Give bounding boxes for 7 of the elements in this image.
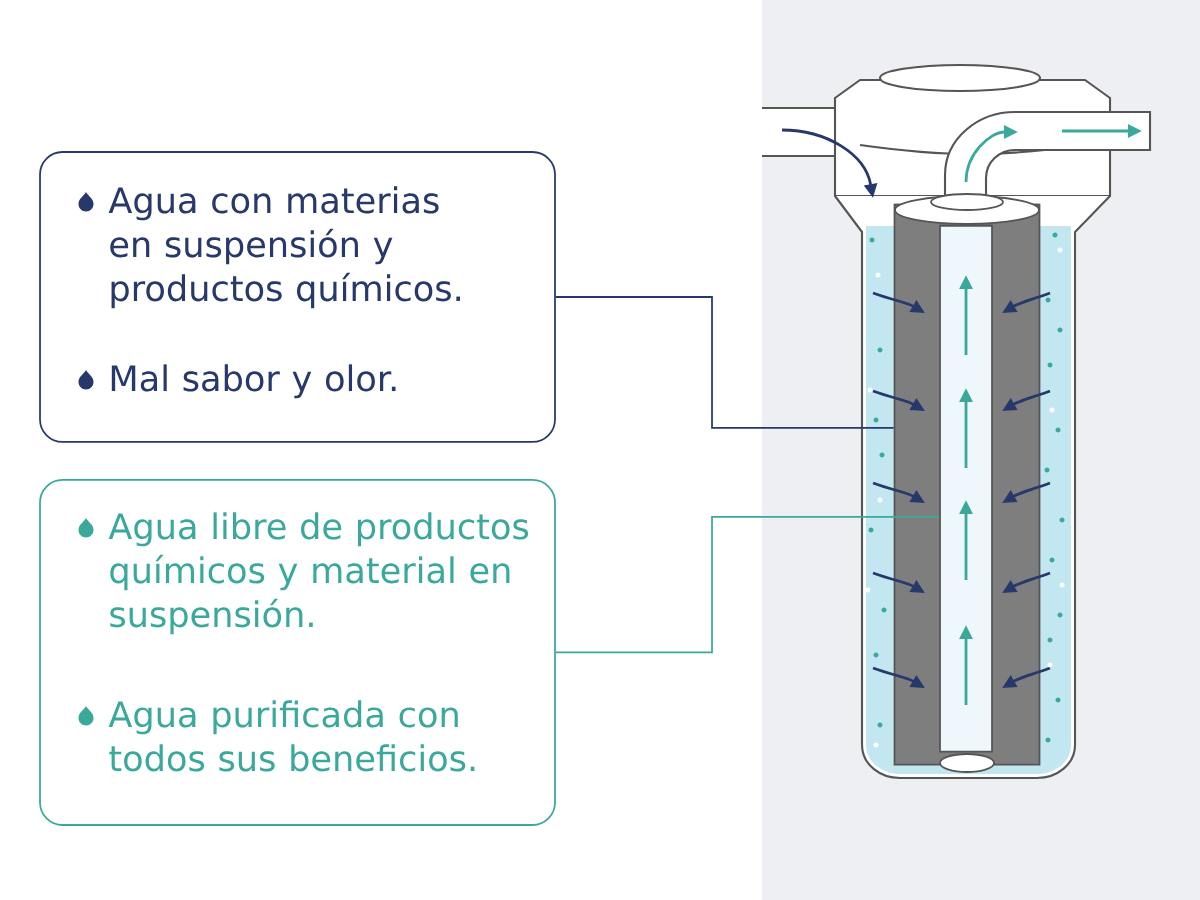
bullet-text: Agua libre de productos químicos y material en suspensión. [108, 512, 529, 635]
leader-line [555, 516, 940, 654]
bullet-text: Mal sabor y olor. [111, 364, 396, 399]
leader-line [555, 296, 895, 429]
center-tube [939, 224, 993, 753]
bullet-text: Agua con materias en suspensión y productos químicos. [108, 186, 460, 309]
bullet-text: Agua purificada con todos sus beneficios. [108, 700, 475, 772]
